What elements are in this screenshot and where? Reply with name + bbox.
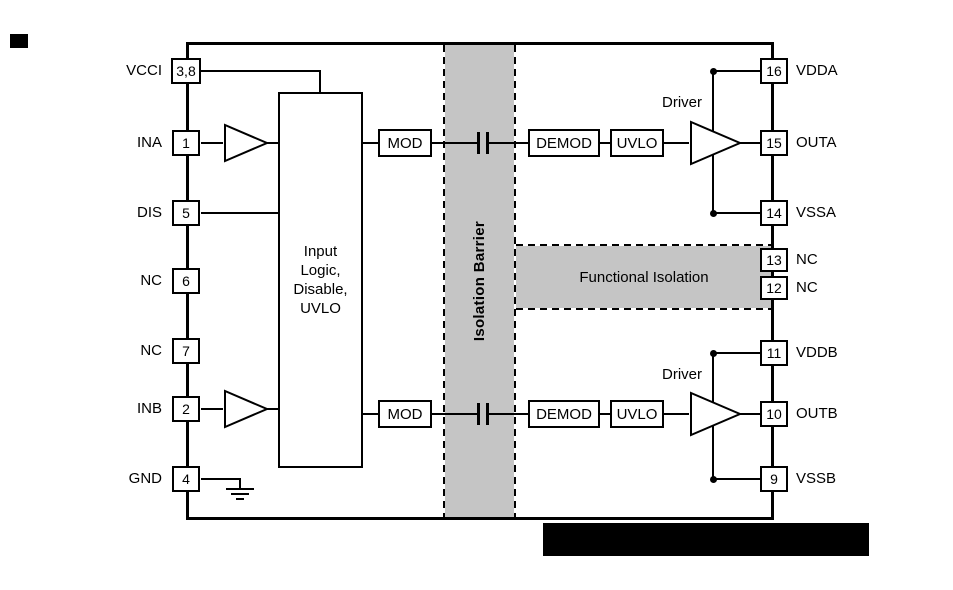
pin-label-vdda: VDDA [796, 62, 838, 79]
cap-b-plate-right [486, 403, 489, 425]
pin-box-inb: 2 [172, 396, 200, 422]
ground-symbol-icon [226, 480, 254, 500]
bufb-out-wire [266, 408, 279, 410]
gnd-wire [201, 478, 241, 480]
vssa-wire-h [712, 212, 760, 214]
pin-box-nc7: 7 [172, 338, 200, 364]
input-logic-text: Input Logic, Disable, UVLO [293, 243, 348, 317]
driver-a-label: Driver [662, 94, 702, 111]
demoda-to-uvloa-wire [600, 142, 610, 144]
pin-box-13: 13 [760, 248, 788, 272]
isolation-barrier-right-dash [514, 45, 516, 517]
uvlo-a-block: UVLO [610, 129, 664, 157]
vssb-junction-dot [710, 476, 717, 483]
uvloa-to-driver-wire [664, 142, 689, 144]
vddb-wire-h [712, 352, 760, 354]
pin-box-12: 12 [760, 276, 788, 300]
mod-b-block: MOD [378, 400, 432, 428]
cap-to-demodb-wire [489, 413, 528, 415]
pin-box-nc6: 6 [172, 268, 200, 294]
ina-wire [201, 142, 223, 144]
uvlob-to-driver-wire [664, 413, 689, 415]
isolation-barrier-label: Isolation Barrier [443, 45, 516, 517]
pin-label-vssa: VSSA [796, 204, 837, 221]
pin-box-10: 10 [760, 401, 788, 427]
pin-box-9: 9 [760, 466, 788, 492]
logic-to-moda-wire [363, 142, 378, 144]
corner-mark [10, 34, 28, 48]
redaction-bar [543, 523, 869, 556]
pin-box-gnd: 4 [172, 466, 200, 492]
vddb-wire-v [712, 352, 714, 402]
pin-box-ina: 1 [172, 130, 200, 156]
driver-a-triangle-icon [690, 120, 743, 166]
cap-to-demoda-wire [489, 142, 528, 144]
demod-b-block: DEMOD [528, 400, 600, 428]
vdda-junction-dot [710, 68, 717, 75]
mod-a-block: MOD [378, 129, 432, 157]
pin-box-16: 16 [760, 58, 788, 84]
vssa-junction-dot [710, 210, 717, 217]
functional-isolation-top-dash [516, 244, 772, 246]
input-logic-block: Input Logic, Disable, UVLO [278, 92, 363, 468]
logic-to-modb-wire [363, 413, 378, 415]
cap-a-plate-left [477, 132, 480, 154]
dis-wire [201, 212, 278, 214]
pin-label-vcci: VCCI [126, 62, 162, 79]
pin-box-14: 14 [760, 200, 788, 226]
pin-label-ina: INA [136, 134, 162, 151]
moda-to-cap-wire [432, 142, 477, 144]
uvlo-b-block: UVLO [610, 400, 664, 428]
vdda-wire-v [712, 70, 714, 132]
pin-box-vcci: 3,8 [171, 58, 201, 84]
vssa-wire-v [712, 155, 714, 214]
driver-b-triangle-icon [690, 391, 743, 437]
input-buffer-b-icon [224, 389, 270, 429]
pin-box-15: 15 [760, 130, 788, 156]
cap-b-plate-left [477, 403, 480, 425]
vddb-junction-dot [710, 350, 717, 357]
pin-label-vddb: VDDB [796, 344, 838, 361]
input-buffer-a-icon [224, 123, 270, 163]
driver-to-outa-wire [740, 142, 760, 144]
isolation-barrier-band [445, 45, 514, 517]
pin-label-dis: DIS [136, 204, 162, 221]
driver-b-label: Driver [662, 366, 702, 383]
functional-isolation-label: Functional Isolation [516, 244, 772, 310]
isolation-barrier-text: Isolation Barrier [471, 220, 488, 342]
pin-label-nc6: NC [140, 272, 162, 289]
pin-label-outa: OUTA [796, 134, 837, 151]
demod-a-block: DEMOD [528, 129, 600, 157]
pin-box-11: 11 [760, 340, 788, 366]
demodb-to-uvlob-wire [600, 413, 610, 415]
isolation-barrier-left-dash [443, 45, 445, 517]
vcci-wire-v [319, 70, 321, 94]
cap-a-plate-right [486, 132, 489, 154]
vssb-wire-h [712, 478, 760, 480]
modb-to-cap-wire [432, 413, 477, 415]
functional-isolation-bottom-dash [516, 308, 772, 310]
vdda-wire-h [712, 70, 760, 72]
pin-label-inb: INB [136, 400, 162, 417]
pin-label-nc12: NC [796, 279, 818, 296]
driver-to-outb-wire [740, 413, 760, 415]
pin-label-nc13: NC [796, 251, 818, 268]
pin-label-outb: OUTB [796, 405, 838, 422]
inb-wire [201, 408, 223, 410]
vcci-wire-h [201, 70, 321, 72]
vssb-wire-v [712, 426, 714, 480]
functional-isolation-text: Functional Isolation [579, 268, 709, 286]
pin-label-gnd: GND [128, 470, 162, 487]
pin-label-vssb: VSSB [796, 470, 837, 487]
pin-box-dis: 5 [172, 200, 200, 226]
functional-isolation-band [516, 246, 771, 308]
pin-label-nc7: NC [140, 342, 162, 359]
bufa-out-wire [266, 142, 279, 144]
